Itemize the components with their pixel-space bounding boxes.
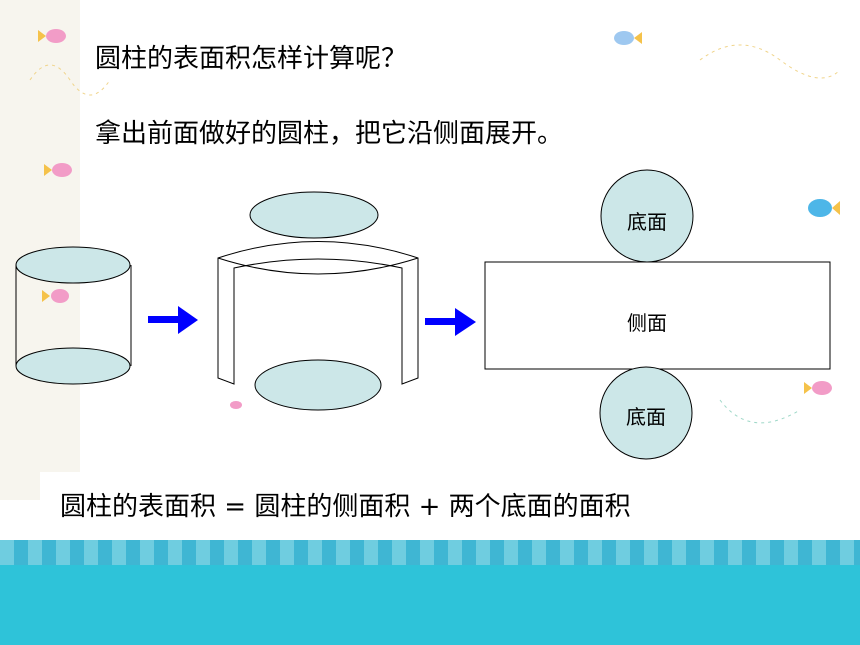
bottom-base-label: 底面 (626, 405, 666, 429)
formula-box (40, 472, 810, 532)
sea-background (0, 565, 860, 645)
cylinder-opening (217, 191, 419, 411)
arrow-right-icon (148, 306, 198, 334)
instruction-text: 拿出前面做好的圆柱，把它沿侧面展开。 (95, 119, 564, 149)
fish-icon (614, 31, 642, 45)
arrow-right-icon (425, 308, 476, 336)
question-text: 圆柱的表面积怎样计算呢？ (95, 44, 408, 74)
top-base-label: 底面 (627, 210, 667, 234)
cylinder-net (484, 169, 831, 460)
fish-icon (44, 163, 72, 177)
fish-icon (808, 199, 840, 217)
formula-text: 圆柱的表面积 = 圆柱的侧面积 + 两个底面的面积 (60, 492, 631, 522)
fish-icon (230, 401, 242, 409)
cylinder-diagram (15, 169, 831, 460)
cylinder-closed (15, 246, 132, 385)
fish-icon (804, 381, 832, 395)
side-label: 侧面 (627, 311, 667, 335)
fish-icon (38, 29, 66, 43)
fish-icon (42, 289, 69, 303)
